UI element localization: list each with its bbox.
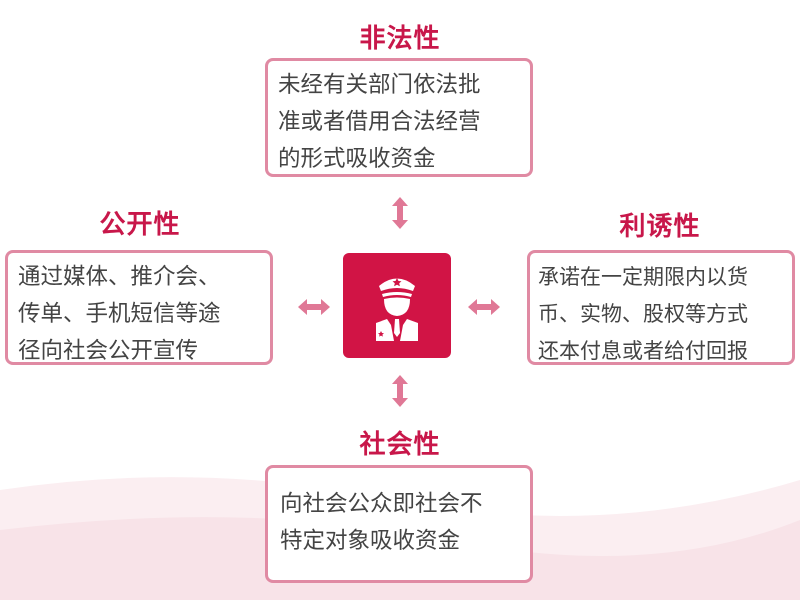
double-arrow-down-icon [392, 375, 408, 407]
box-sociality: 向社会公众即社会不 特定对象吸收资金 [265, 465, 533, 583]
title-inducement: 利诱性 [619, 212, 701, 242]
box-illegality: 未经有关部门依法批 准或者借用合法经营 的形式吸收资金 [265, 58, 533, 177]
text-line: 准或者借用合法经营 [278, 109, 481, 135]
text-line: 承诺在一定期限内以货 [538, 265, 748, 289]
text-line: 通过媒体、推介会、 [18, 264, 221, 290]
text-line: 特定对象吸收资金 [280, 528, 461, 554]
text-line: 币、实物、股权等方式 [538, 302, 748, 326]
police-officer-icon [343, 253, 451, 358]
double-arrow-right-icon [468, 299, 500, 315]
title-sociality: 社会性 [359, 430, 441, 460]
title-illegality: 非法性 [359, 24, 441, 54]
text-line: 还本付息或者给付回报 [538, 339, 748, 363]
box-inducement: 承诺在一定期限内以货 币、实物、股权等方式 还本付息或者给付回报 [527, 250, 795, 365]
box-publicity: 通过媒体、推介会、 传单、手机短信等途 径向社会公开宣传 [5, 250, 273, 365]
title-publicity: 公开性 [99, 210, 181, 240]
text-line: 径向社会公开宣传 [18, 338, 199, 364]
text-line: 传单、手机短信等途 [18, 301, 221, 327]
text-line: 向社会公众即社会不 [280, 491, 483, 517]
double-arrow-left-icon [298, 299, 330, 315]
text-line: 的形式吸收资金 [278, 146, 436, 172]
text-line: 未经有关部门依法批 [278, 72, 481, 98]
double-arrow-up-icon [392, 197, 408, 229]
